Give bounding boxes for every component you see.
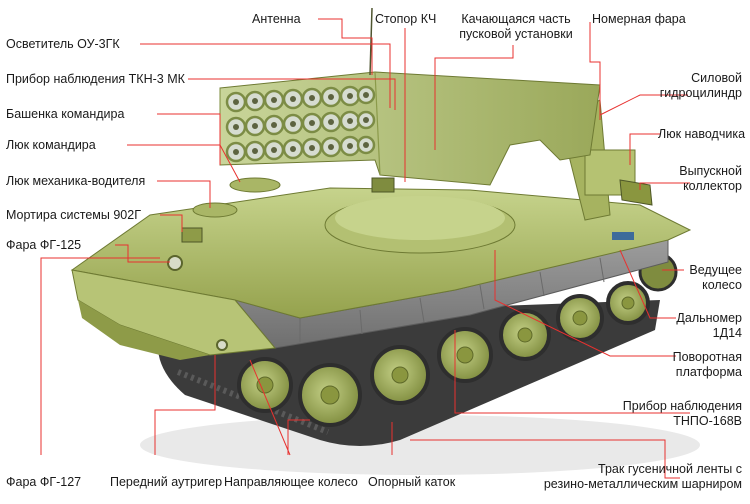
label-antenna: Антенна (252, 12, 301, 26)
label-driver-hatch: Люк механика-водителя (6, 174, 146, 188)
driver-hatch (192, 202, 238, 218)
antenna-mast (369, 7, 373, 76)
label-drive-line1: Ведущее (689, 263, 742, 277)
label-rangefinder: Дальномер 1Д14 (676, 311, 742, 341)
label-range-line1: Дальномер (676, 311, 742, 325)
headlight-fg127 (216, 339, 228, 351)
exhaust-collector (619, 179, 653, 206)
label-platform: Поворотная платформа (673, 350, 742, 380)
label-tnpo-line1: Прибор наблюдения (622, 399, 742, 413)
label-fg127: Фара ФГ-127 (6, 475, 82, 489)
label-exhaust-line1: Выпускной (679, 164, 742, 178)
side-panel-blue (612, 232, 634, 240)
label-power-line2: гидроцилиндр (659, 86, 742, 100)
road-wheels (237, 252, 678, 427)
label-drive-wheel: Ведущее колесо (689, 263, 742, 293)
label-outrigger: Передний аутригер (110, 475, 223, 489)
track-links (176, 369, 330, 435)
label-swing-part: Качающаяся часть пусковой установки (446, 12, 586, 42)
label-platform-line1: Поворотная (672, 350, 742, 364)
label-track-line1: Трак гусеничной ленты с (598, 462, 742, 476)
label-turret: Башенка командира (6, 107, 125, 121)
label-commander-hatch: Люк командира (6, 138, 96, 152)
label-tnpo-line2: ТНПО-168В (673, 414, 742, 428)
label-idler: Направляющее колесо (224, 475, 358, 489)
label-swing-line2: пусковой установки (459, 27, 573, 41)
label-track-line2: резино-металлическим шарниром (543, 477, 742, 491)
label-platform-line2: платформа (675, 365, 742, 379)
label-mortar: Мортира системы 902Г (6, 208, 141, 222)
label-tnpo: Прибор наблюдения ТНПО-168В (623, 399, 742, 429)
label-exhaust-line2: коллектор (683, 179, 742, 193)
label-illuminator: Осветитель ОУ-3ГК (6, 37, 120, 51)
label-drive-line2: колесо (702, 278, 742, 292)
label-swing-line1: Качающаяся часть (461, 12, 571, 26)
commander-turret (371, 177, 395, 193)
label-range-line2: 1Д14 (712, 326, 742, 340)
commander-hatch (229, 177, 281, 193)
label-fg125: Фара ФГ-125 (6, 238, 82, 252)
label-gunner-hatch: Люк наводчика (658, 127, 746, 141)
label-plate-light: Номерная фара (592, 12, 686, 26)
label-roadwheel: Опорный каток (368, 475, 456, 489)
headlight-fg125 (167, 255, 183, 271)
label-power-cylinder: Силовой гидроцилиндр (660, 71, 742, 101)
label-exhaust: Выпускной коллектор (679, 164, 742, 194)
label-stopor: Стопор КЧ (375, 12, 437, 26)
hull-deck (70, 187, 692, 319)
label-track: Трак гусеничной ленты с резино-металличе… (544, 462, 742, 492)
mortar-launcher (181, 227, 203, 243)
label-power-line1: Силовой (691, 71, 742, 85)
leader-lines (40, 18, 690, 479)
label-tkn: Прибор наблюдения ТКН-3 МК (6, 72, 185, 86)
